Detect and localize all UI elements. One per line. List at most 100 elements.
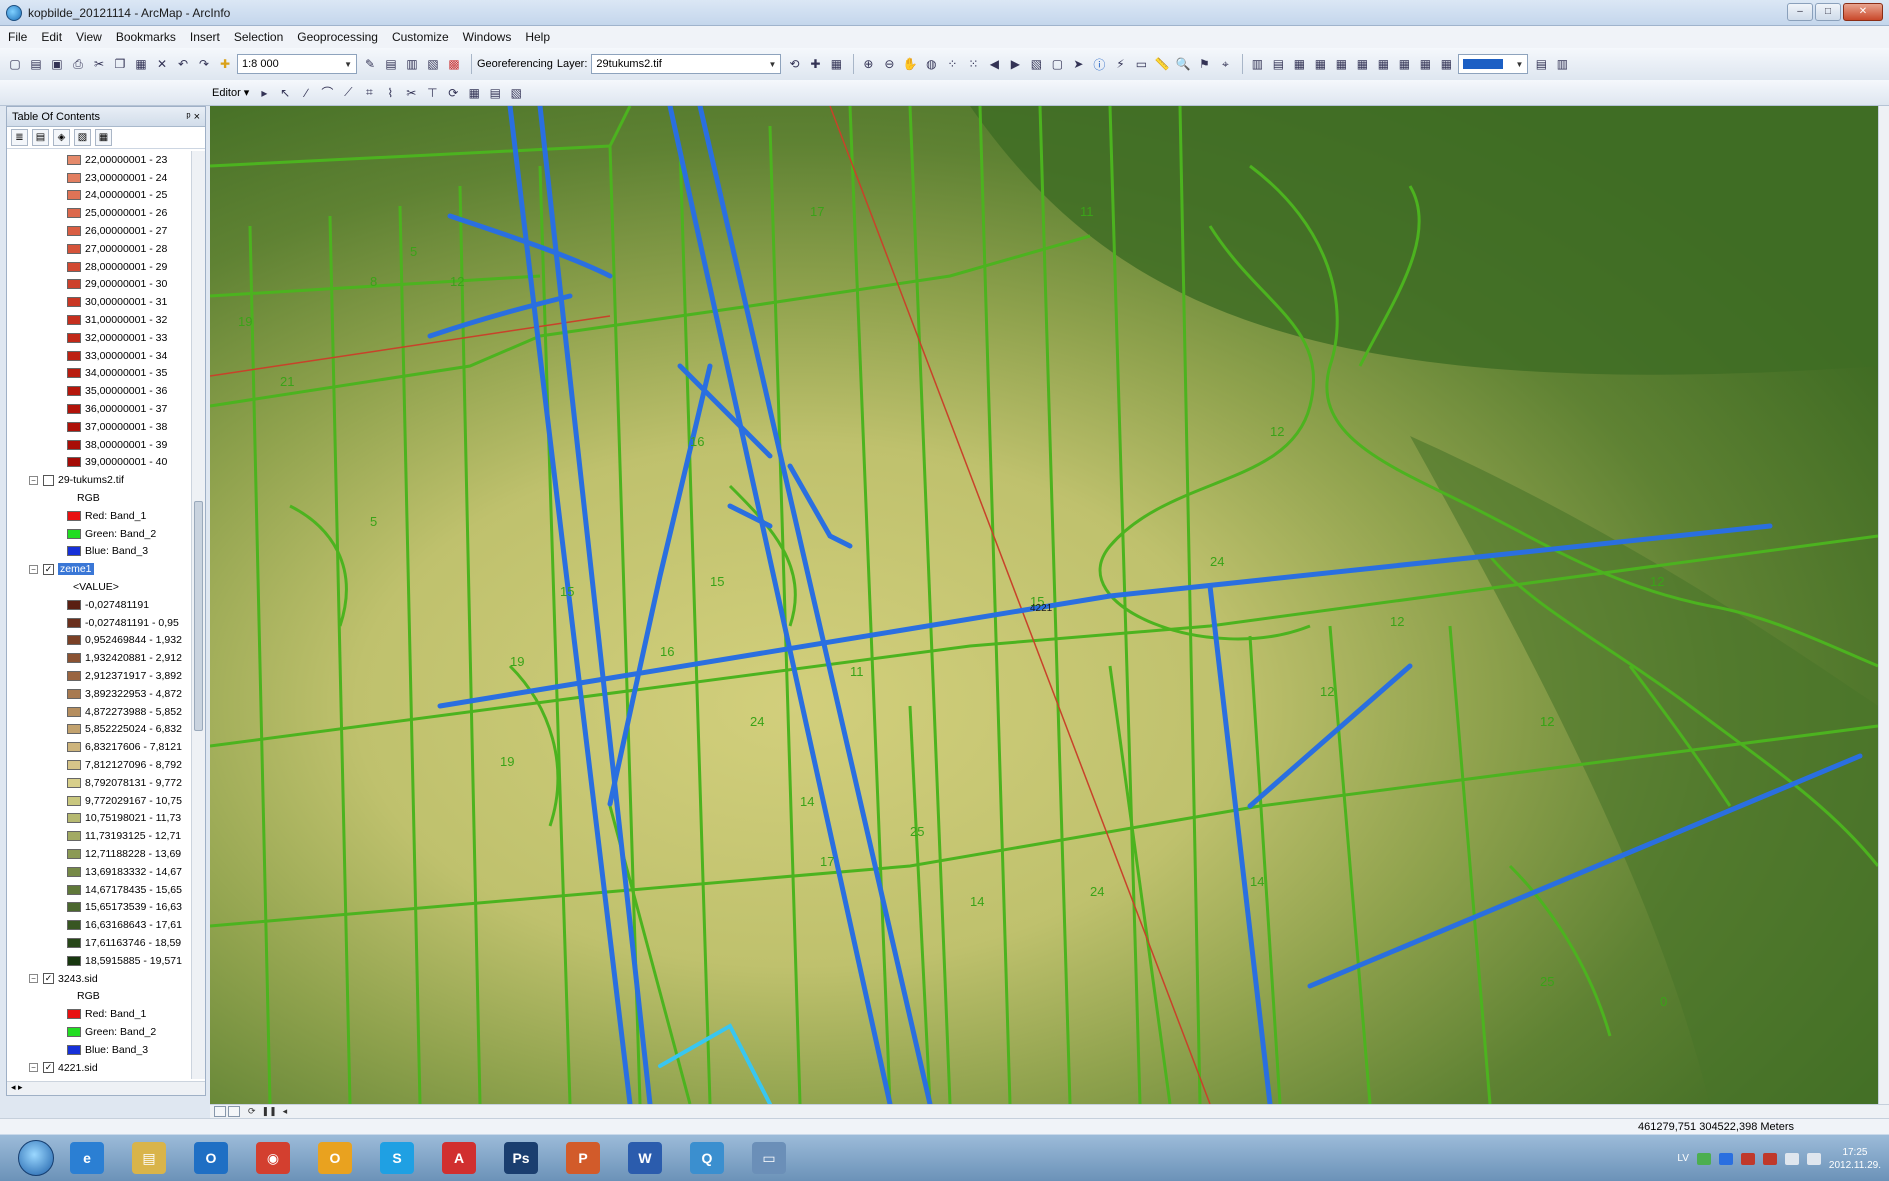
cut-icon[interactable]: ✂: [93, 57, 105, 71]
georef-layer-combo[interactable]: 29tukums2.tif ▼: [591, 54, 782, 74]
legend-class[interactable]: Blue: Band_3: [7, 1041, 193, 1059]
edit-vertices-icon[interactable]: ⌗: [365, 85, 373, 99]
legend-class[interactable]: 31,00000001 - 32: [7, 311, 193, 329]
back-icon[interactable]: ◀: [989, 57, 1000, 71]
legend-class[interactable]: 1,932420881 - 2,912: [7, 649, 193, 667]
layer-name[interactable]: 3243.sid: [58, 972, 98, 985]
collapse-icon[interactable]: −: [29, 475, 38, 485]
undo-icon[interactable]: ↶: [177, 57, 189, 71]
legend-class[interactable]: 26,00000001 - 27: [7, 222, 193, 240]
end-point-arc-icon[interactable]: ⌒: [321, 86, 334, 100]
legend-class[interactable]: 10,75198021 - 11,73: [7, 809, 193, 827]
layer-name[interactable]: 4221.sid: [58, 1061, 98, 1074]
edit-tool-icon[interactable]: ▸: [261, 85, 268, 100]
legend-swatch[interactable]: [67, 902, 81, 913]
outlook-express-taskbar-icon[interactable]: O: [194, 1142, 228, 1174]
toolbar-tool-icon[interactable]: ▦: [1356, 57, 1369, 71]
ie-taskbar-icon[interactable]: e: [70, 1142, 104, 1174]
toolbar-tool-icon[interactable]: ▥: [1556, 57, 1569, 71]
start-button[interactable]: [18, 1140, 54, 1176]
legend-swatch[interactable]: [67, 635, 81, 646]
scroll-thumb[interactable]: [194, 501, 203, 731]
forward-icon[interactable]: ▶: [1010, 57, 1021, 71]
legend-class[interactable]: 29,00000001 - 30: [7, 276, 193, 294]
zoom-in-icon[interactable]: ⊕: [863, 57, 874, 71]
toc-horizontal-scrollbar[interactable]: ◂ ▸: [7, 1081, 205, 1095]
menu-bookmarks[interactable]: Bookmarks: [115, 30, 176, 44]
legend-class[interactable]: 5,852225024 - 6,832: [7, 721, 193, 739]
toolbar-tool-icon[interactable]: ▦: [1419, 57, 1432, 71]
photoshop-taskbar-icon[interactable]: Ps: [504, 1142, 538, 1174]
legend-swatch[interactable]: [67, 208, 81, 219]
legend-swatch[interactable]: [67, 350, 81, 361]
toolbar-tool-icon[interactable]: ▦: [1335, 57, 1348, 71]
select-elements-icon[interactable]: ➤: [1073, 57, 1084, 71]
legend-swatch[interactable]: [67, 261, 81, 272]
list-by-source-icon[interactable]: ▤: [32, 129, 49, 146]
new-document-icon[interactable]: ▢: [9, 57, 21, 71]
legend-swatch[interactable]: [67, 546, 81, 557]
menu-geoprocessing[interactable]: Geoprocessing: [297, 30, 378, 44]
toc-options-icon[interactable]: ▦: [95, 129, 112, 146]
arctoolbox-icon[interactable]: ▩: [448, 57, 460, 71]
legend-class[interactable]: 3,892322953 - 4,872: [7, 685, 193, 703]
collapse-icon[interactable]: −: [29, 974, 38, 984]
layer-visibility-checkbox[interactable]: [43, 474, 54, 486]
acrobat-taskbar-icon[interactable]: A: [442, 1142, 476, 1174]
straight-segment-icon[interactable]: ∕: [305, 85, 308, 100]
collapse-icon[interactable]: −: [29, 564, 38, 574]
toolbar-tool-icon[interactable]: ▦: [1377, 57, 1390, 71]
legend-swatch[interactable]: [67, 1044, 81, 1055]
legend-swatch[interactable]: [67, 172, 81, 183]
clear-selection-icon[interactable]: ▢: [1051, 57, 1064, 71]
copy-icon[interactable]: ❐: [114, 57, 126, 71]
legend-class[interactable]: 22,00000001 - 23: [7, 151, 193, 169]
add-data-icon[interactable]: ✚: [219, 57, 231, 71]
layer-visibility-checkbox[interactable]: ✓: [43, 973, 54, 985]
layer-row-4221[interactable]: − ✓ 4221.sid: [7, 1059, 193, 1077]
legend-class[interactable]: 15,65173539 - 16,63: [7, 898, 193, 916]
maximize-button[interactable]: □: [1815, 3, 1841, 21]
trace-icon[interactable]: ⟋: [344, 85, 353, 99]
menu-selection[interactable]: Selection: [233, 30, 284, 44]
legend-class[interactable]: 11,73193125 - 12,71: [7, 827, 193, 845]
legend-swatch[interactable]: [67, 920, 81, 931]
menu-insert[interactable]: Insert: [189, 30, 220, 44]
legend-swatch[interactable]: [67, 457, 81, 468]
legend-swatch[interactable]: [67, 884, 81, 895]
legend-class[interactable]: 0,952469844 - 1,932: [7, 632, 193, 650]
legend-swatch[interactable]: [67, 742, 81, 753]
volume-icon[interactable]: [1806, 1152, 1821, 1165]
find-icon[interactable]: 🔍: [1175, 57, 1191, 71]
scroll-left-icon[interactable]: ◂: [282, 1106, 288, 1116]
legend-class[interactable]: 23,00000001 - 24: [7, 169, 193, 187]
legend-swatch[interactable]: [67, 404, 81, 415]
legend-class[interactable]: 34,00000001 - 35: [7, 365, 193, 383]
layer-row-zeme[interactable]: − ✓ zeme1: [7, 560, 193, 578]
legend-class[interactable]: 35,00000001 - 36: [7, 382, 193, 400]
layout-view-button[interactable]: [228, 1106, 240, 1117]
fixed-zoom-in-icon[interactable]: ⁘: [947, 57, 958, 71]
layer-visibility-checkbox[interactable]: ✓: [43, 563, 54, 575]
toolbar-tool-icon[interactable]: ▦: [1314, 57, 1327, 71]
legend-swatch[interactable]: [67, 759, 81, 770]
legend-class[interactable]: 13,69183332 - 14,67: [7, 863, 193, 881]
split-icon[interactable]: ⊤: [427, 85, 438, 100]
menu-file[interactable]: File: [8, 30, 28, 44]
legend-class[interactable]: 30,00000001 - 31: [7, 293, 193, 311]
legend-swatch[interactable]: [67, 706, 81, 717]
delete-icon[interactable]: ✕: [156, 57, 168, 71]
word-taskbar-icon[interactable]: W: [628, 1142, 662, 1174]
legend-swatch[interactable]: [67, 848, 81, 859]
save-icon[interactable]: ▣: [51, 57, 63, 71]
legend-class[interactable]: 27,00000001 - 28: [7, 240, 193, 258]
legend-swatch[interactable]: [67, 154, 81, 165]
html-popup-icon[interactable]: ▭: [1135, 57, 1148, 71]
legend-class[interactable]: 24,00000001 - 25: [7, 187, 193, 205]
layer-row-3243[interactable]: − ✓ 3243.sid: [7, 970, 193, 988]
fixed-zoom-out-icon[interactable]: ⁙: [968, 57, 979, 71]
find-route-icon[interactable]: ⚑: [1199, 57, 1210, 71]
legend-swatch[interactable]: [67, 599, 81, 610]
arcmap-app-icon[interactable]: [6, 4, 22, 21]
